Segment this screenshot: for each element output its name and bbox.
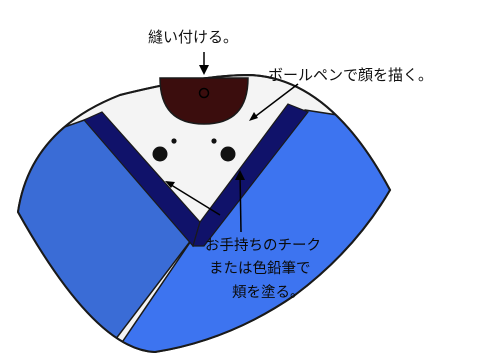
left-eye-dot	[171, 138, 177, 144]
sew-arrowhead	[199, 65, 209, 75]
face-arrowhead	[249, 112, 258, 121]
cheek-arrowhead-right	[235, 170, 245, 180]
cheek-arrow-left	[167, 182, 221, 216]
right-eye	[220, 146, 236, 162]
fan-outline	[16, 73, 392, 354]
face-arrow	[251, 83, 299, 120]
label-cheek-line2: または色鉛筆で	[209, 260, 311, 277]
left-eye	[152, 146, 168, 162]
cheek-arrowhead-left	[165, 181, 175, 188]
right-eye-dot	[211, 138, 217, 144]
label-sew: 縫い付ける。	[148, 28, 238, 46]
label-cheek-line3: 頬を塗る。	[232, 283, 305, 301]
collar-right	[192, 103, 309, 247]
label-cheek-line1: お手持ちのチーク	[205, 237, 321, 254]
label-face: ボールペンで顔を描く。	[268, 66, 433, 84]
cheek-arrow-right	[239, 172, 242, 233]
sew-point-icon	[198, 87, 210, 99]
hair-bun	[159, 77, 249, 125]
